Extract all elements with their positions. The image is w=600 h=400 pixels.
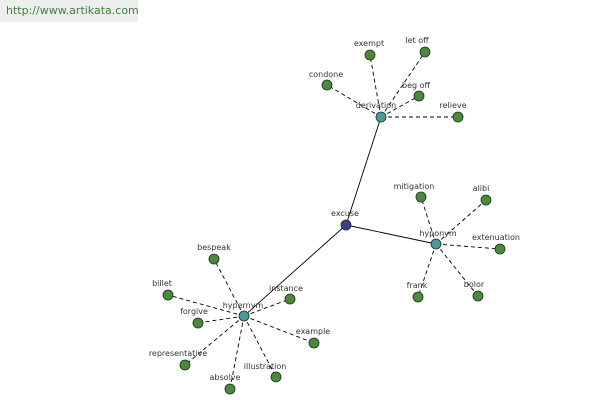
label-mitigation[interactable]: mitigation (394, 182, 435, 191)
node-absolve[interactable] (224, 383, 236, 395)
label-billet[interactable]: billet (152, 279, 172, 288)
label-excuse[interactable]: excuse (331, 209, 359, 218)
graph-edges (167, 51, 501, 390)
node-exempt[interactable] (364, 49, 376, 61)
graph-labels: excuse derivation exempt let off condone beg … (149, 36, 520, 382)
edge-hyponym-mitigation (420, 196, 437, 245)
edge-hyponym-extenuation (435, 243, 501, 250)
node-condone[interactable] (321, 79, 333, 91)
node-alibi[interactable] (480, 194, 492, 206)
node-relieve[interactable] (452, 111, 464, 123)
label-forgive[interactable]: forgive (180, 307, 208, 316)
edge-derivation-let-off (380, 51, 426, 118)
label-relieve[interactable]: relieve (439, 101, 466, 110)
node-representative[interactable] (179, 359, 191, 371)
label-alibi[interactable]: alibi (473, 184, 490, 193)
node-extenuation[interactable] (494, 243, 506, 255)
node-frank[interactable] (412, 291, 424, 303)
edge-hypernym-instance (243, 298, 291, 317)
label-hyponym[interactable]: hyponym (419, 229, 457, 238)
edge-hypernym-absolve (229, 315, 245, 390)
node-billet[interactable] (162, 289, 174, 301)
label-beg-off[interactable]: beg off (402, 81, 431, 90)
node-hypernym[interactable] (238, 310, 250, 322)
node-bespeak[interactable] (208, 253, 220, 265)
label-bespeak[interactable]: bespeak (197, 243, 231, 252)
edge-hypernym-forgive (197, 315, 245, 324)
edge-hypernym-example (243, 315, 315, 344)
node-instance[interactable] (284, 293, 296, 305)
label-let-off[interactable]: let off (405, 36, 429, 45)
node-derivation[interactable] (375, 111, 387, 123)
label-derivation[interactable]: derivation (356, 101, 396, 110)
node-hyponym[interactable] (430, 238, 442, 250)
label-representative[interactable]: representative (149, 349, 207, 358)
edge-derivation-exempt (369, 54, 382, 118)
label-absolve[interactable]: absolve (210, 373, 241, 382)
label-hypernym[interactable]: hypernym (223, 301, 264, 310)
edge-hypernym-illustration (243, 315, 277, 378)
edge-hyponym-frank (417, 243, 437, 298)
node-let-off[interactable] (419, 46, 431, 58)
node-example[interactable] (308, 337, 320, 349)
node-illustration[interactable] (270, 371, 282, 383)
graph-nodes (162, 46, 506, 395)
label-exempt[interactable]: exempt (354, 39, 384, 48)
edge-excuse-hyponym (345, 224, 437, 245)
edge-hypernym-billet (167, 294, 245, 317)
node-bolor[interactable] (472, 290, 484, 302)
label-bolor[interactable]: bolor (464, 280, 485, 289)
node-mitigation[interactable] (415, 191, 427, 203)
label-frank[interactable]: frank (407, 281, 428, 290)
edge-excuse-hypernym (243, 224, 347, 317)
node-forgive[interactable] (192, 317, 204, 329)
label-condone[interactable]: condone (309, 70, 343, 79)
node-excuse[interactable] (340, 219, 352, 231)
label-extenuation[interactable]: extenuation (472, 233, 520, 242)
site-url-link[interactable]: http://www.artikata.com (6, 4, 139, 17)
node-beg-off[interactable] (413, 90, 425, 102)
edge-derivation-condone (326, 84, 382, 118)
edge-excuse-derivation (345, 116, 382, 226)
label-illustration[interactable]: illustration (244, 362, 287, 371)
edge-hypernym-representative (184, 315, 245, 366)
label-instance[interactable]: instance (269, 284, 303, 293)
edge-hypernym-bespeak (213, 258, 245, 317)
edge-derivation-beg-off (380, 95, 420, 118)
label-example[interactable]: example (296, 327, 331, 336)
url-banner: http://www.artikata.com (0, 0, 139, 22)
